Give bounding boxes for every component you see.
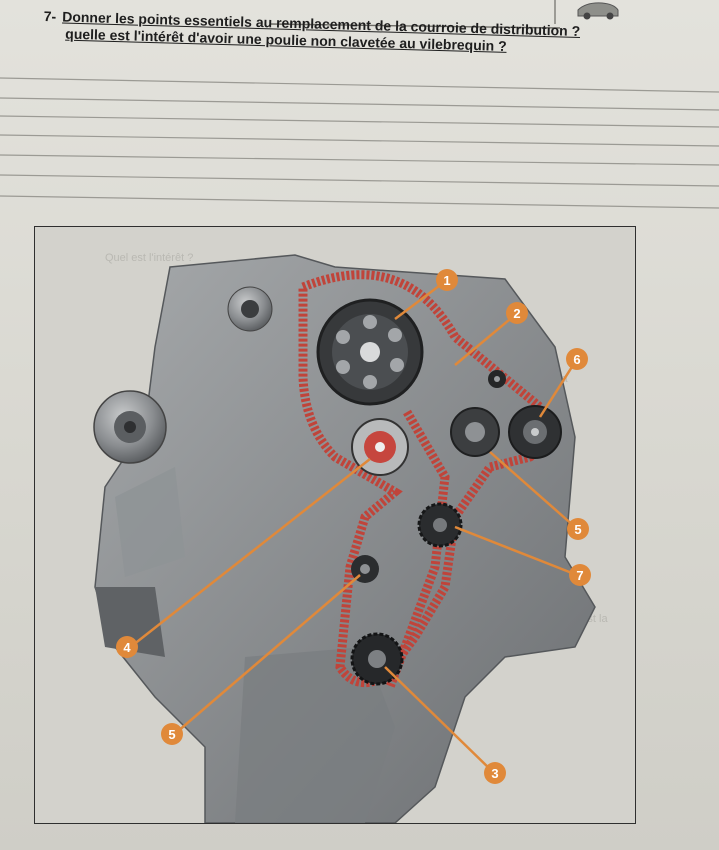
engine-block [94, 254, 596, 823]
turbocharger-icon [93, 390, 167, 464]
camshaft-sprocket-icon [316, 298, 424, 406]
answer-line [0, 97, 719, 111]
timing-belt-figure: Quel est l'intérêt ? Quel est la Quel es… [34, 226, 636, 824]
callout-2-label: 2 [513, 306, 520, 321]
callout-5-upper: 5 [567, 518, 589, 540]
tensioner-roller-icon [508, 405, 562, 459]
callout-6: 6 [566, 348, 588, 370]
callout-2: 2 [506, 302, 528, 324]
callout-3-label: 3 [491, 766, 498, 781]
callout-5-upper-label: 5 [574, 522, 581, 537]
answer-line [0, 77, 719, 93]
callout-3: 3 [484, 762, 506, 784]
callout-6-label: 6 [573, 352, 580, 367]
callout-1-label: 1 [443, 273, 450, 288]
answer-line [0, 174, 719, 187]
car-icon [577, 2, 619, 20]
answer-line [0, 154, 719, 166]
small-idler-icon [488, 370, 506, 388]
svg-text:Quel est l'intérêt ?: Quel est l'intérêt ? [105, 252, 193, 264]
pump-sprocket-icon [417, 502, 463, 548]
callout-5-lower-label: 5 [168, 727, 175, 742]
answer-line [0, 134, 719, 147]
answer-lines [0, 77, 719, 209]
oil-pan [235, 647, 395, 823]
callout-4-label: 4 [123, 640, 131, 655]
callout-7: 7 [569, 564, 591, 586]
callout-5-lower: 5 [161, 723, 183, 745]
idler-roller-icon [450, 407, 500, 457]
callout-7-label: 7 [576, 568, 583, 583]
callout-1: 1 [436, 269, 458, 291]
answer-line [0, 115, 719, 128]
top-pump-icon [227, 286, 273, 332]
oil-filter-housing [95, 587, 165, 657]
water-pump-pulley-icon [351, 418, 409, 476]
answer-line [0, 195, 719, 209]
engine-side-panel [115, 467, 185, 577]
engine-diagram: Quel est l'intérêt ? Quel est la Quel es… [93, 252, 608, 823]
page-header-decoration [269, 0, 619, 29]
callout-4: 4 [116, 636, 138, 658]
